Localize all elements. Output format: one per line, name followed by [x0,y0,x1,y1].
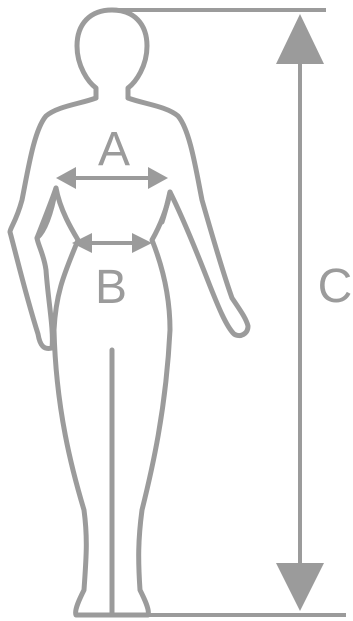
height-arrow-head-up [276,14,324,64]
head-outline-right [112,10,147,98]
waist-arrow-head-right [132,233,152,253]
label-c: C [318,260,353,313]
height-arrow-head-down [276,563,324,611]
right-body-outline [112,98,248,615]
head-outline [77,10,112,98]
body-silhouette [10,10,248,615]
bust-arrow-head-left [56,167,76,189]
label-b: B [95,261,127,314]
label-a: A [98,123,130,176]
bust-arrow-head-right [148,167,168,189]
right-arm-inner-line [162,192,170,222]
